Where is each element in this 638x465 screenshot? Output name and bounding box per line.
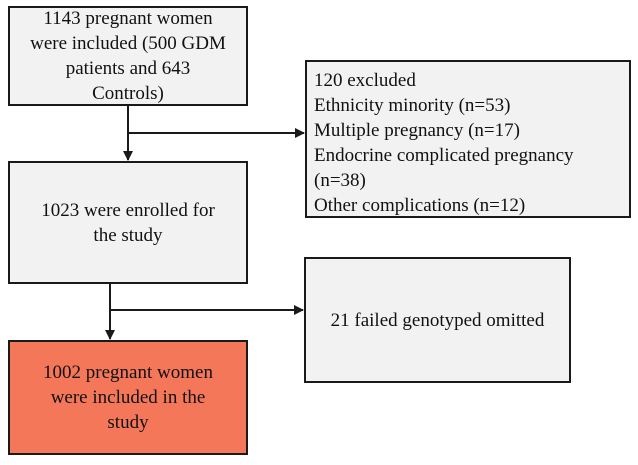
enrolled-box: 1023 were enrolled for the study (8, 161, 248, 284)
failed-genotyped-box: 21 failed genotyped omitted (304, 257, 571, 383)
excluded-ethnicity-text: Ethnicity minority (n=53) (314, 95, 511, 116)
included-women-text: 1143 pregnant women were included (500 G… (30, 8, 226, 104)
excluded-total-text: 120 excluded (314, 70, 416, 91)
enrolled-text: 1023 were enrolled for the study (41, 199, 215, 246)
failed-genotyped-text: 21 failed genotyped omitted (330, 309, 545, 331)
final-included-box: 1002 pregnant women were included in the… (8, 340, 248, 455)
included-women-box: 1143 pregnant women were included (500 G… (8, 6, 248, 106)
excluded-box: 120 excluded Ethnicity minority (n=53) M… (305, 60, 631, 218)
excluded-endocrine-count-text: (n=38) (314, 170, 366, 191)
excluded-multiple-pregnancy-text: Multiple pregnancy (n=17) (314, 120, 520, 141)
final-included-text: 1002 pregnant women were included in the… (43, 362, 213, 433)
excluded-other-text: Other complications (n=12) (314, 195, 526, 216)
excluded-endocrine-text: Endocrine complicated pregnancy (314, 145, 574, 166)
